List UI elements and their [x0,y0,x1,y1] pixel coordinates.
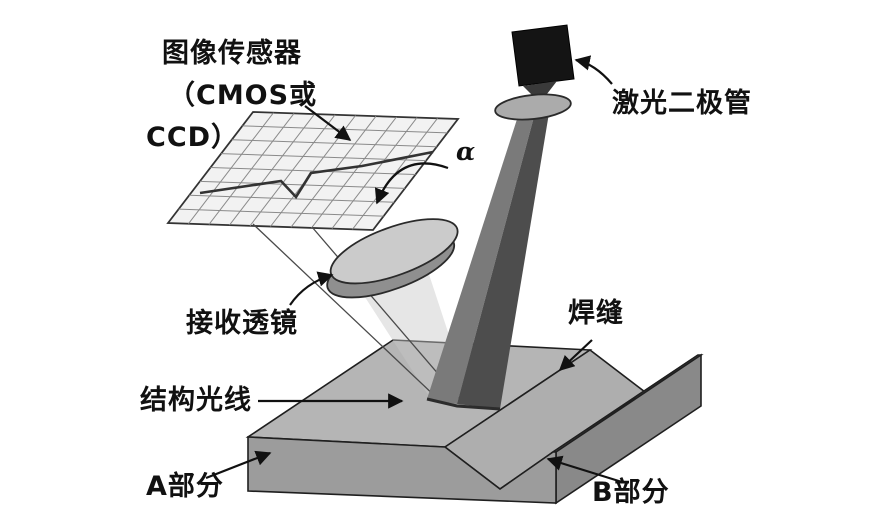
receiving-lens-arrow [289,271,334,306]
laser-diode-body [511,24,575,87]
laser-diode-assembly [494,24,575,121]
image-sensor-label-line3: CCD） [146,122,239,153]
part-a-arrow [205,450,272,480]
part-b-arrow [546,455,623,484]
weld-seam-label: 焊缝 [568,297,624,329]
image-sensor-arrow [304,105,352,141]
alpha-angle-arc [374,162,449,205]
laser-beam-right [457,113,549,409]
laser-diode-emitter [523,81,557,103]
workpiece-front-face [247,436,557,504]
part-a-label: A部分 [146,470,224,502]
image-sensor-label-line1: 图像传感器 [162,37,302,69]
laser-diode-label: 激光二极管 [612,87,752,119]
alpha-label: α [456,137,475,166]
laser-focus-lens [494,93,572,121]
structured-light-label: 结构光线 [140,385,252,416]
receiving-lens [326,218,459,299]
weld-seam-arrow [558,339,593,372]
part-b-label: B部分 [592,476,670,508]
laser-beam-left [427,113,535,404]
laser-beam [426,113,549,411]
image-sensor-label-line2: （CMOS或 [168,80,317,111]
receiving-lens-label: 接收透镜 [186,308,298,339]
reflected-ray-left [252,223,439,400]
laser-diode-arrow [574,55,613,85]
laser-stripe [426,397,501,411]
sensor-seam-trace [199,150,434,200]
